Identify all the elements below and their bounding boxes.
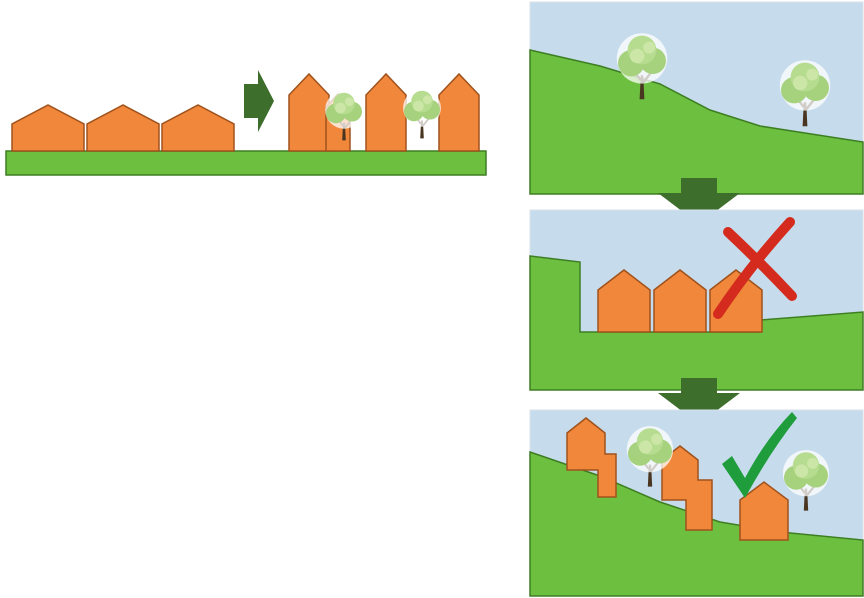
houses-after <box>289 74 479 151</box>
flat-ground <box>6 151 486 175</box>
tree-icon <box>403 89 441 138</box>
house-before <box>87 105 159 151</box>
house-after <box>439 74 479 151</box>
slope-panel-1 <box>530 2 863 194</box>
house-before <box>162 105 234 151</box>
houses-before <box>12 105 234 151</box>
slope-panel-2 <box>530 210 863 390</box>
house-after <box>289 74 329 151</box>
house-after <box>366 74 406 151</box>
house-before <box>12 105 84 151</box>
flat-site-group <box>6 70 486 175</box>
right-arrow-icon <box>244 70 274 132</box>
slope-panel-3 <box>530 410 863 596</box>
